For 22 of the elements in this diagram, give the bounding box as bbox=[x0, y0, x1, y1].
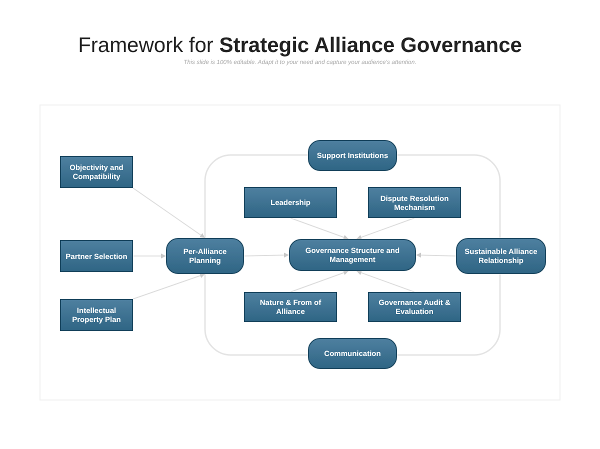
arrow bbox=[416, 252, 456, 258]
process-box bbox=[244, 292, 337, 322]
arrow bbox=[356, 218, 415, 240]
process-box bbox=[60, 299, 133, 331]
process-box bbox=[244, 187, 337, 218]
arrow bbox=[132, 273, 206, 300]
arrow bbox=[290, 218, 349, 240]
process-box bbox=[368, 292, 461, 322]
process-box bbox=[368, 187, 461, 218]
rounded-box bbox=[456, 238, 546, 274]
arrow bbox=[132, 254, 166, 258]
rounded-box bbox=[308, 338, 397, 369]
rounded-box bbox=[166, 238, 244, 274]
title: Framework for Strategic Alliance Governance bbox=[77, 34, 523, 58]
arrow bbox=[290, 270, 349, 292]
process-box bbox=[60, 240, 133, 272]
process-box bbox=[60, 156, 133, 188]
arrow bbox=[132, 188, 206, 238]
rounded-box bbox=[289, 239, 416, 271]
rounded-box bbox=[308, 140, 397, 171]
arrow bbox=[244, 252, 290, 258]
arrow bbox=[356, 270, 415, 292]
